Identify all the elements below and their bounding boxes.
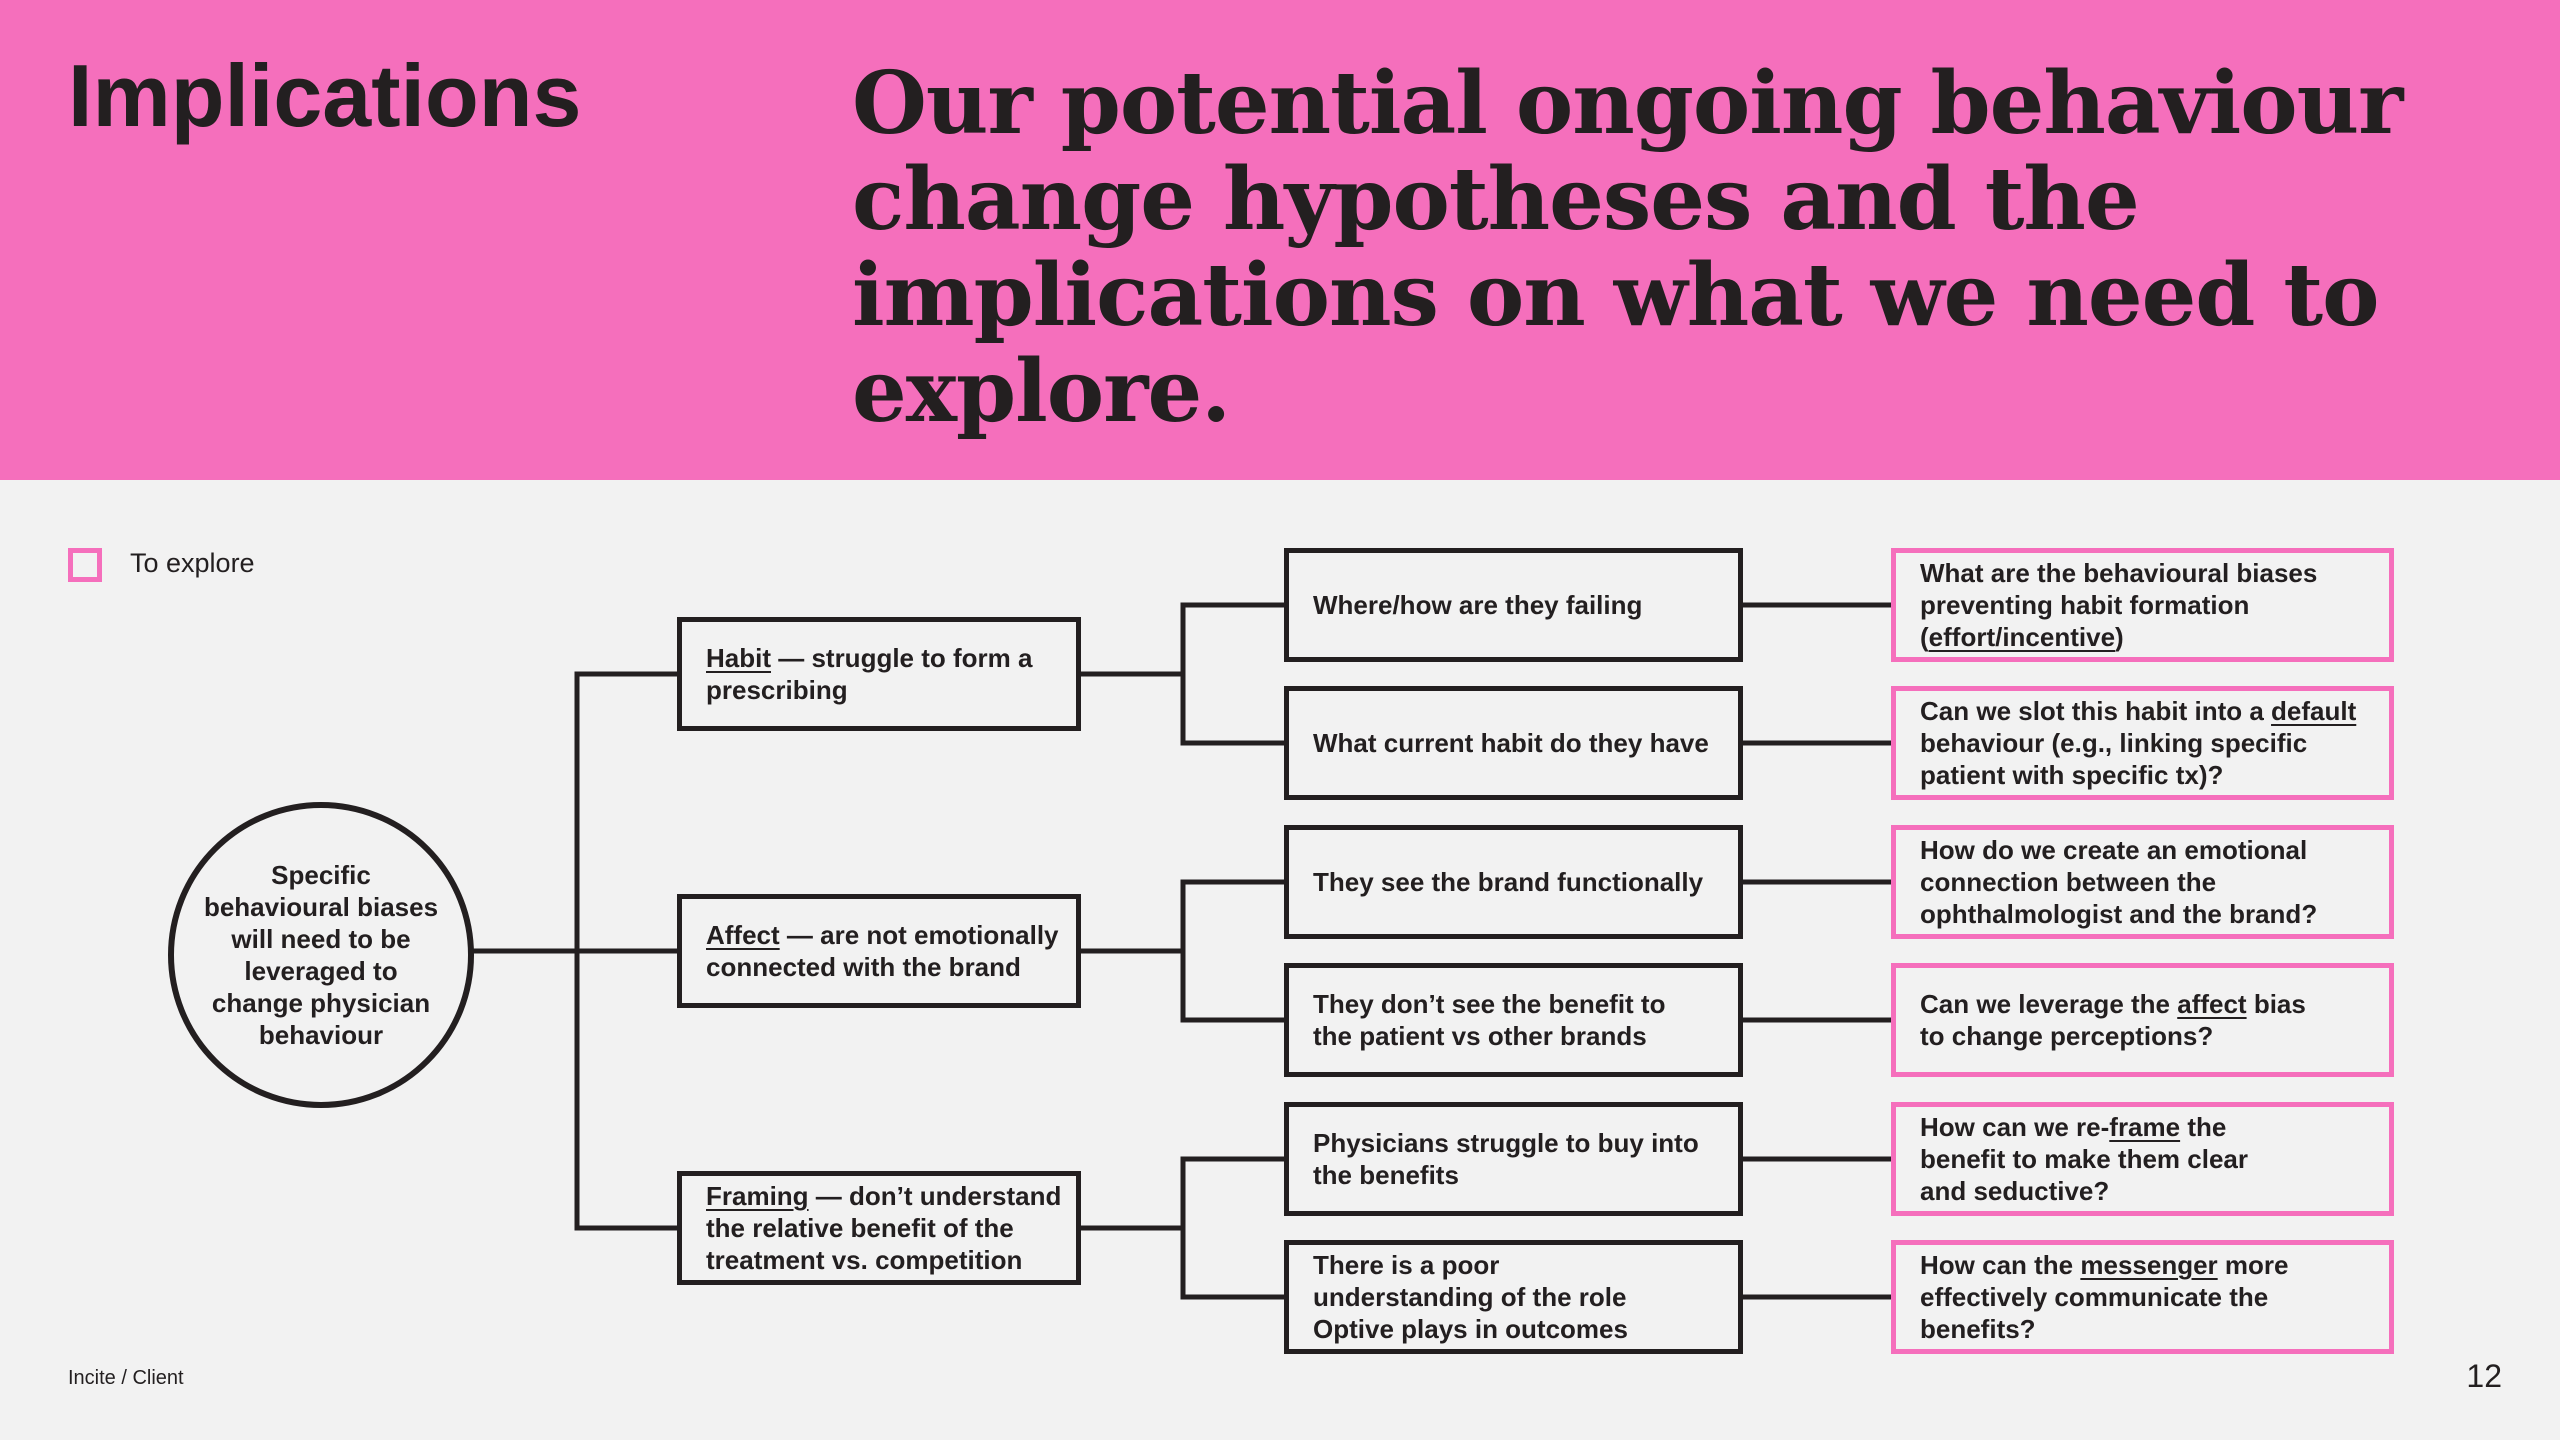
problem-text: What current habit do they have [1313, 728, 1709, 758]
problem-text: They don’t see the benefit to the patien… [1313, 989, 1666, 1051]
question-keyword: affect [2177, 989, 2247, 1019]
legend-swatch-to-explore [68, 548, 102, 582]
header-band: Implications Our potential ongoing behav… [0, 0, 2560, 480]
question-text: bias to change perceptions? [1920, 989, 2306, 1051]
root-node-text: Specific behavioural biases will need to… [203, 860, 439, 1050]
question-box: Can we leverage the affect bias to chang… [1891, 963, 2394, 1077]
bias-box-habit: Habit — struggle to form a prescribing [677, 617, 1081, 731]
question-text: ) [2115, 622, 2124, 652]
section-title: Implications [68, 46, 582, 145]
problem-box: What current habit do they have [1284, 686, 1743, 800]
question-keyword: default [2271, 696, 2357, 726]
bias-box-framing: Framing — don’t understand the relative … [677, 1171, 1081, 1285]
root-node: Specific behavioural biases will need to… [168, 802, 474, 1108]
bias-keyword: Affect [706, 920, 780, 950]
problem-box: They don’t see the benefit to the patien… [1284, 963, 1743, 1077]
problem-box: Physicians struggle to buy into the bene… [1284, 1102, 1743, 1216]
question-text: Can we slot this habit into a [1920, 696, 2272, 726]
problem-box: They see the brand functionally [1284, 825, 1743, 939]
question-box: How can we re-frame the benefit to make … [1891, 1102, 2394, 1216]
question-text: How can the [1920, 1250, 2081, 1280]
question-text: the benefit to make them clear and seduc… [1920, 1112, 2248, 1206]
question-text: How can we re- [1920, 1112, 2110, 1142]
question-keyword: frame [2109, 1112, 2181, 1142]
bias-keyword: Framing [706, 1181, 809, 1211]
question-text: How do we create an emotional connection… [1920, 835, 2318, 929]
question-box: Can we slot this habit into a default be… [1891, 686, 2394, 800]
problem-text: There is a poor understanding of the rol… [1313, 1250, 1628, 1344]
question-box: How can the messenger more effectively c… [1891, 1240, 2394, 1354]
problem-box: Where/how are they failing [1284, 548, 1743, 662]
footer-source: Incite / Client [68, 1367, 184, 1389]
question-text: behaviour (e.g., linking specific patien… [1920, 728, 2308, 790]
question-box: What are the behavioural biases preventi… [1891, 548, 2394, 662]
bias-box-affect: Affect — are not emotionally connected w… [677, 894, 1081, 1008]
bias-description: — are not emotionally connected with the… [706, 920, 1059, 982]
problem-text: Physicians struggle to buy into the bene… [1313, 1128, 1699, 1190]
bias-description: — struggle to form a prescribing [706, 643, 1033, 705]
question-text: more effectively communicate the benefit… [1920, 1250, 2289, 1344]
legend-label: To explore [130, 548, 255, 578]
question-text: Can we leverage the [1920, 989, 2178, 1019]
page-number: 12 [2466, 1358, 2502, 1394]
problem-text: Where/how are they failing [1313, 590, 1643, 620]
problem-box: There is a poor understanding of the rol… [1284, 1240, 1743, 1354]
question-keyword: messenger [2080, 1250, 2218, 1280]
question-box: How do we create an emotional connection… [1891, 825, 2394, 939]
problem-text: They see the brand functionally [1313, 867, 1704, 897]
bias-description: — don’t understand the relative benefit … [706, 1181, 1062, 1275]
question-keyword: effort/incentive [1928, 622, 2116, 652]
headline: Our potential ongoing behaviour change h… [852, 53, 2403, 442]
question-text: What are the behavioural biases preventi… [1920, 558, 2318, 652]
bias-keyword: Habit [706, 643, 771, 673]
